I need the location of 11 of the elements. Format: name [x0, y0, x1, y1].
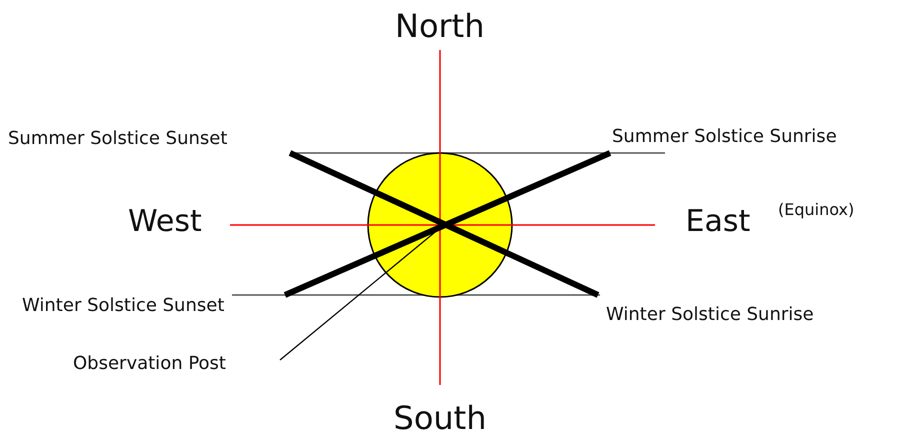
equinox-note: (Equinox)	[778, 202, 854, 218]
solstice-label: Summer Solstice Sunset	[8, 130, 228, 148]
direction-label: North	[395, 10, 484, 42]
solstice-label: Summer Solstice Sunrise	[612, 128, 837, 146]
solstice-label: Winter Solstice Sunrise	[606, 306, 814, 324]
direction-label: West	[128, 207, 202, 237]
direction-label: South	[394, 402, 486, 434]
observation-post-label: Observation Post	[73, 355, 226, 373]
solstice-label: Winter Solstice Sunset	[22, 297, 224, 315]
sun-circle	[367, 152, 513, 298]
direction-label: East	[686, 207, 750, 237]
